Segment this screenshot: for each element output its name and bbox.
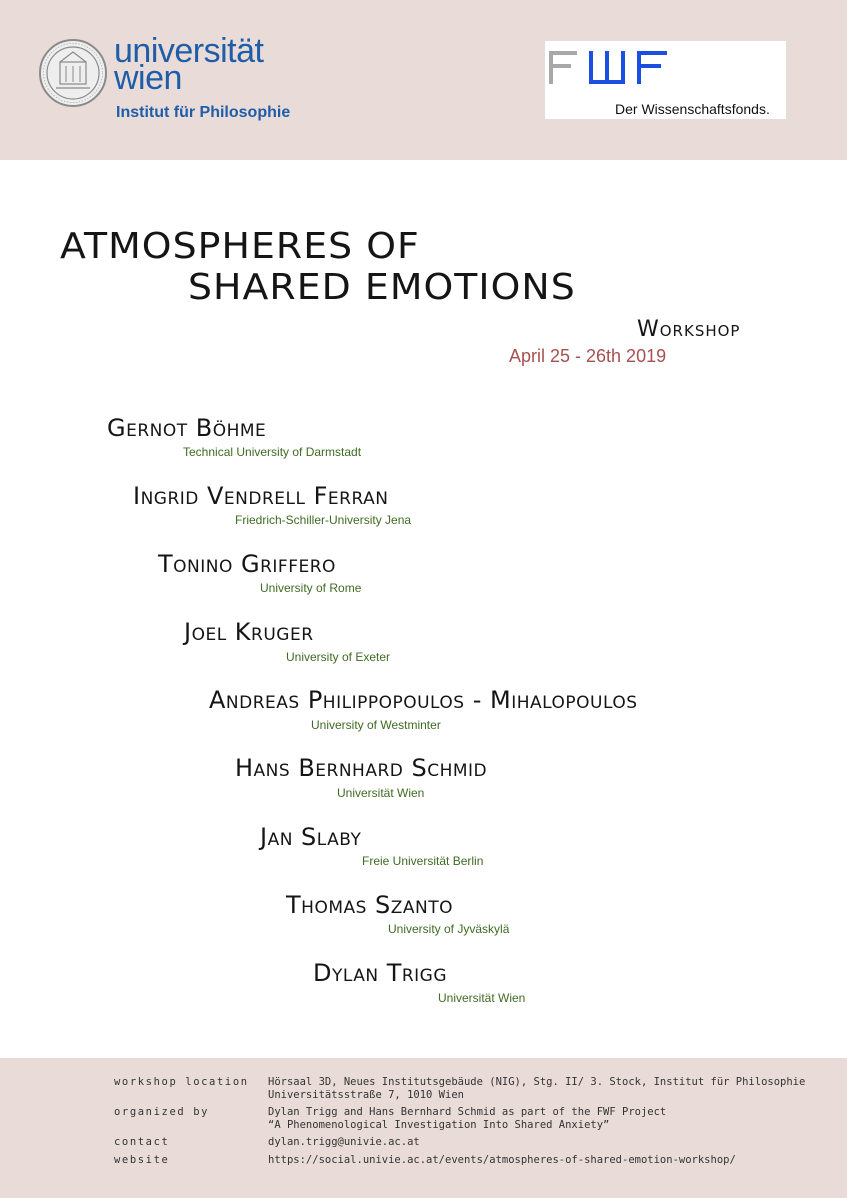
speaker-affiliation: Universität Wien	[438, 991, 526, 1005]
speaker-name: Jan Slaby	[260, 823, 362, 851]
fwf-logo: Der Wissenschaftsfonds.	[545, 41, 786, 119]
footer-band	[0, 1058, 847, 1198]
speaker-name: Andreas Philippopoulos - Mihalopoulos	[209, 686, 638, 714]
speaker-affiliation: University of Exeter	[286, 650, 391, 664]
speaker-name: Ingrid Vendrell Ferran	[133, 482, 389, 510]
university-logo-text: universität wien	[114, 32, 264, 97]
institute-name: Institut für Philosophie	[116, 104, 291, 121]
location-label: workshop location	[114, 1076, 249, 1088]
event-type: Workshop	[637, 317, 741, 342]
organized-line2: “A Phenomenological Investigation Into S…	[268, 1119, 610, 1131]
speaker-name: Dylan Trigg	[313, 959, 448, 987]
event-date: April 25 - 26th 2019	[509, 346, 667, 366]
university-name-line1: universität	[114, 32, 264, 70]
speaker-name: Tonino Griffero	[158, 550, 336, 578]
speaker-affiliation: Friedrich-Schiller-University Jena	[235, 513, 412, 527]
organized-label: organized by	[114, 1106, 210, 1118]
website-link[interactable]: https://social.univie.ac.at/events/atmos…	[268, 1154, 736, 1166]
fwf-subtitle: Der Wissenschaftsfonds.	[615, 101, 770, 117]
speaker-name: Thomas Szanto	[286, 891, 454, 919]
speaker-name: Joel Kruger	[184, 618, 314, 646]
speaker-affiliation: Technical University of Darmstadt	[183, 445, 362, 459]
speaker-affiliation: University of Rome	[260, 581, 362, 595]
fwf-wordmark-icon	[549, 51, 667, 84]
university-name-line2: wien	[114, 59, 182, 97]
website-label: website	[114, 1154, 170, 1166]
contact-email-link[interactable]: dylan.trigg@univie.ac.at	[268, 1136, 420, 1148]
location-line1: Hörsaal 3D, Neues Institutsgebäude (NIG)…	[268, 1076, 806, 1088]
university-seal-icon	[39, 39, 107, 107]
speaker-affiliation: University of Westminter	[311, 718, 441, 732]
organized-line1: Dylan Trigg and Hans Bernhard Schmid as …	[268, 1106, 667, 1118]
contact-label: contact	[114, 1136, 170, 1148]
location-line2: Universitätsstraße 7, 1010 Wien	[268, 1089, 464, 1101]
speaker-affiliation: Universität Wien	[337, 786, 425, 800]
event-title-line2: SHARED EMOTIONS	[188, 267, 576, 308]
speaker-name: Gernot Böhme	[107, 414, 267, 442]
speaker-affiliation: University of Jyväskylä	[388, 922, 510, 936]
speaker-name: Hans Bernhard Schmid	[235, 754, 488, 782]
speaker-affiliation: Freie Universität Berlin	[362, 854, 484, 868]
event-title-line1: ATMOSPHERES OF	[60, 226, 420, 267]
